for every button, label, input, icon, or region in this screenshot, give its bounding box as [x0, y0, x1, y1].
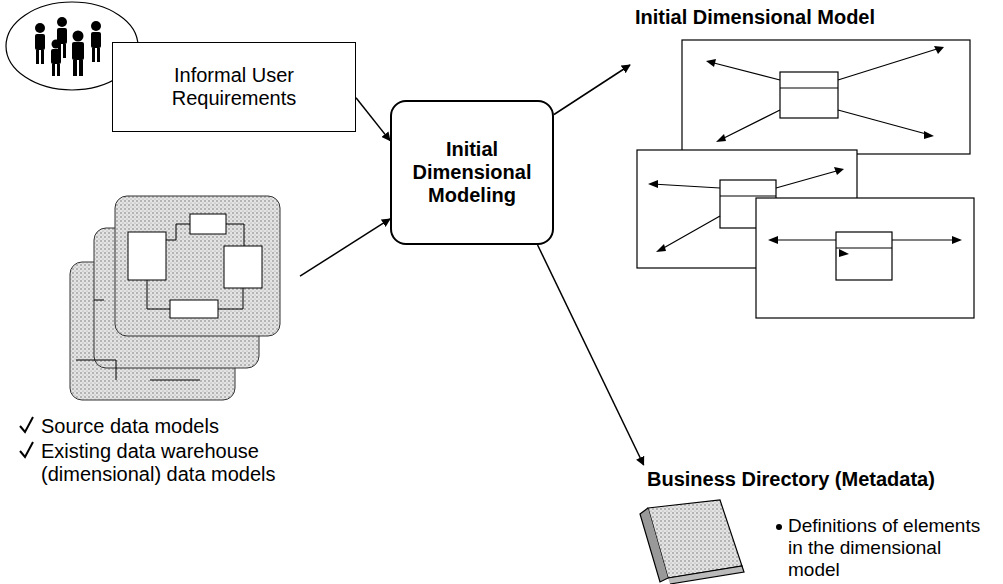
group-heading: Initial Dimensional Model [635, 6, 975, 29]
dimensional-model-frames [637, 40, 974, 318]
node-text: Initial Dimensional Modeling [402, 138, 542, 207]
flow-arrow [554, 65, 630, 115]
flow-arrow [300, 219, 390, 276]
process-box: Initial Dimensional Modeling [390, 100, 554, 245]
directory-group: Business Directory (Metadata) Definitions… [625, 465, 998, 584]
requirements-box: Informal User Requirements [112, 42, 356, 132]
flow-arrow [538, 245, 644, 465]
node-text: Informal User Requirements [139, 64, 329, 110]
group-heading: Business Directory (Metadata) [647, 468, 997, 491]
flow-arrow [356, 98, 390, 141]
check-item: Existing data warehouse (dimensional) da… [41, 440, 296, 486]
source-model-sheets [70, 196, 280, 400]
model-group: Initial Dimensional Model [630, 0, 980, 325]
directory-book [640, 500, 744, 584]
bullet [776, 524, 782, 530]
bullet-text: Definitions of elements in the dimension… [788, 515, 993, 581]
check-mark [20, 417, 33, 457]
source-models-group: Source data modelsExisting data warehous… [15, 195, 300, 485]
check-item: Source data models [41, 415, 296, 438]
